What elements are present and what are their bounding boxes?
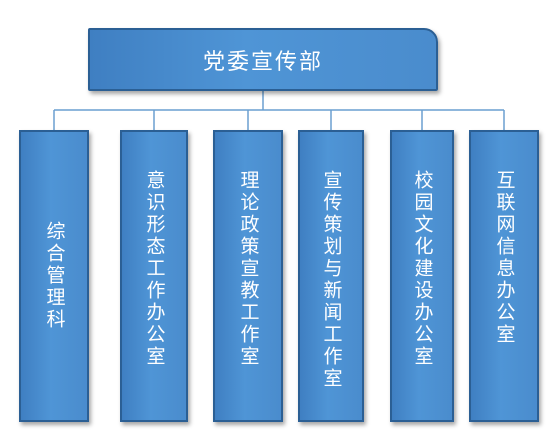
dept-box-internet-info-office: 互联网信息办公室: [469, 130, 539, 422]
dept-label-general-management: 综合管理科: [43, 221, 66, 331]
dept-label-theory-policy-studio: 理论政策宣教工作室: [237, 170, 260, 368]
dept-box-ideology-office: 意识形态工作办公室: [120, 130, 188, 422]
dept-label-internet-info-office: 互联网信息办公室: [493, 170, 516, 346]
dept-box-campus-culture-office: 校园文化建设办公室: [390, 130, 454, 422]
dept-label-publicity-news-studio: 宣传策划与新闻工作室: [320, 170, 343, 390]
dept-box-publicity-news-studio: 宣传策划与新闻工作室: [298, 130, 364, 422]
root-node-title: 党委宣传部: [202, 49, 323, 75]
root-node-box: 党委宣传部: [88, 28, 438, 91]
dept-box-general-management: 综合管理科: [19, 130, 89, 422]
dept-box-theory-policy-studio: 理论政策宣教工作室: [213, 130, 283, 422]
dept-label-ideology-office: 意识形态工作办公室: [143, 170, 166, 368]
dept-label-campus-culture-office: 校园文化建设办公室: [411, 170, 434, 368]
